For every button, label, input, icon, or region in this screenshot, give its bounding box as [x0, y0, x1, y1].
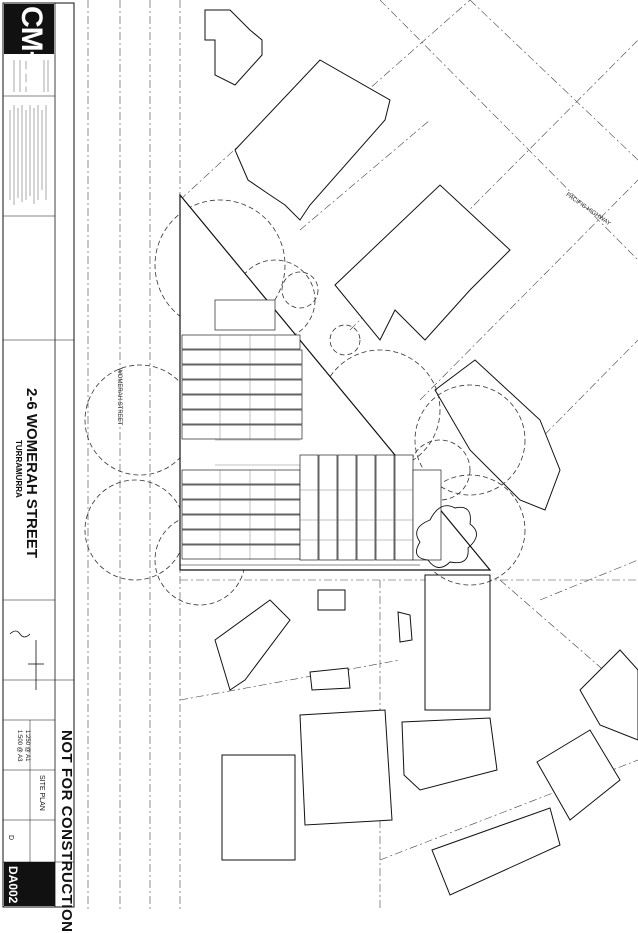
townhouse-units-east	[299, 454, 442, 561]
womerah-street-label: WOMERAH STREET	[116, 368, 122, 426]
neighbouring-buildings	[204, 9, 638, 896]
revision-letter: D	[7, 835, 14, 841]
logo-mark: CM+A	[15, 6, 48, 88]
drawing-title: SITE PLAN	[38, 775, 45, 811]
not-for-construction-notice: NOT FOR CONSTRUCTION	[58, 730, 75, 933]
north-point	[9, 630, 44, 690]
scale-a1: 1:250 @ A1	[24, 730, 30, 762]
retained-tree	[415, 505, 477, 568]
firm-logo: CM+A	[14, 6, 48, 88]
title-block-frame	[2, 2, 75, 908]
site-plan-drawing	[2, 0, 638, 910]
unit-interior-linework	[215, 335, 413, 560]
drawing-number: DA002	[6, 866, 20, 904]
property-boundaries	[87, 0, 638, 910]
townhouse-units-west	[181, 299, 303, 560]
project-name: 2-6 WOMERAH STREET	[23, 388, 40, 559]
scale-a3: 1:500 @ A3	[16, 730, 22, 762]
project-suburb: TURRAMURRA	[14, 440, 23, 498]
general-notes-text	[9, 60, 49, 205]
